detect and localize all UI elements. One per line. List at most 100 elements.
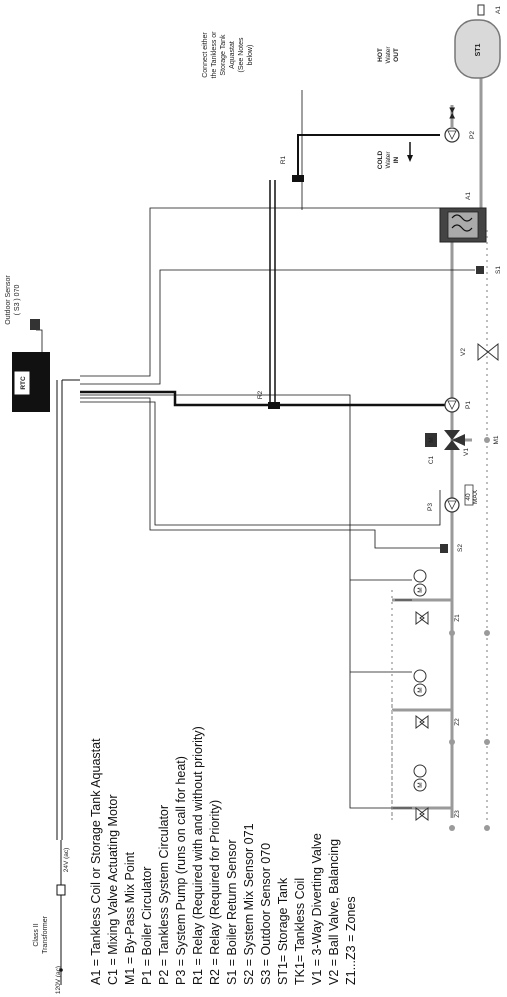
wire-rtc-r2: [80, 390, 275, 407]
s1-symbol: [476, 266, 484, 274]
wire-rtc-a1: [80, 207, 440, 377]
z2-pump-symbol: [413, 683, 427, 697]
z1-thermostat-symbol: [413, 569, 427, 583]
outdoor-sensor-line2: ( S3 ) 070: [14, 285, 21, 316]
sensor-s1: S1: [476, 266, 502, 274]
s2-label: S2: [457, 544, 464, 552]
r2-symbol: [268, 402, 280, 409]
rtc-label-box: [14, 371, 30, 395]
storage-tank: ST1 A1: [454, 4, 502, 79]
p3-symbol: [444, 497, 460, 513]
rtc-controller: RTC: [12, 352, 50, 412]
z3-valve-symbol: [415, 807, 425, 821]
mixing-valve: M C1 V1 M1: [425, 430, 500, 464]
svg-text:Water: Water: [385, 46, 392, 64]
r2-label: R2: [257, 390, 264, 399]
svg-text:HOT: HOT: [377, 48, 384, 62]
legend-item-st1: ST1= Storage Tank: [276, 877, 290, 985]
outdoor-sensor-symbol: [30, 319, 40, 330]
r1-label: R1: [280, 155, 287, 164]
a1-coil-label: A1: [465, 192, 472, 200]
r1-symbol: [292, 175, 304, 182]
note-line-1: Connect either: [202, 32, 209, 78]
return-header: [391, 230, 488, 820]
hot-water-label: HOT Water OUT: [377, 46, 400, 64]
return-points: [449, 437, 490, 831]
wire-zone-pumps: [80, 394, 412, 809]
transformer-symbol: [56, 884, 66, 896]
note-line-3: Storage Tank: [220, 34, 227, 76]
legend-item-tk1: TK1= Tankless Coil: [293, 878, 307, 985]
p2-circulator: P2 ▶◀: [444, 105, 476, 143]
transformer-output: 24V (ac): [63, 848, 70, 873]
legend-item-r1: R1 = Relay (Required with and without pr…: [191, 726, 205, 985]
note-line-5: (See Notes: [238, 37, 245, 73]
p1-symbol: [444, 397, 460, 413]
p2-symbol: [444, 127, 460, 143]
aquastat-note: Connect either the Tankless or Storage T…: [202, 31, 254, 79]
legend-item-p2: P2 = Tankless System Circulator: [157, 805, 171, 985]
svg-text:M: M: [417, 782, 424, 787]
v1-symbol: [444, 430, 460, 440]
svg-text:Water: Water: [385, 151, 392, 169]
mixer-max: MAX: [472, 489, 479, 504]
svg-text:OUT: OUT: [393, 48, 400, 62]
v1-label: V1: [463, 448, 470, 456]
zone-z1: M Z1: [413, 569, 461, 625]
z1-valve-symbol: [415, 611, 425, 625]
s2-symbol: [440, 544, 448, 553]
transformer-input: 120V (ac): [55, 966, 62, 994]
transformer-title-1: Class II: [33, 923, 40, 946]
c1-label: C1: [428, 455, 435, 464]
legend-item-s2: S2 = System Mix Sensor 071: [242, 823, 256, 985]
check-valve-symbol: ▶◀: [449, 107, 456, 119]
tankless-coil: [447, 211, 479, 239]
legend-item-v1: V1 = 3-Way Diverting Valve: [310, 833, 324, 985]
a1-top-label: A1: [495, 6, 502, 14]
wiring: [36, 90, 475, 840]
legend-item-p3: P3 = System Pump (runs on call for heat): [174, 756, 188, 985]
p3-label: P3: [427, 503, 434, 511]
legend-item-r2: R2 = Relay (Required for Priority): [208, 800, 222, 985]
c1-motor-label: M: [428, 437, 435, 442]
z2-valve-symbol: [415, 715, 425, 729]
p1-circulator: P1: [444, 397, 472, 413]
transformer: Class II Transformer 120V (ac) 24V (ac): [33, 840, 70, 994]
z3-label: Z3: [454, 810, 461, 818]
legend-item-zones: Z1...Z3 = Zones: [344, 896, 358, 985]
legend-item-p1: P1 = Boiler Circulator: [140, 867, 154, 985]
transformer-title-2: Transformer: [42, 915, 49, 954]
p1-label: P1: [465, 401, 472, 409]
svg-text:COLD: COLD: [377, 150, 384, 169]
rtc-label: RTC: [20, 376, 27, 390]
note-line-6: below): [247, 45, 254, 66]
note-line-2: the Tankless or: [211, 31, 218, 79]
c1-motor-symbol: [425, 433, 437, 447]
outdoor-sensor-line1: Outdoor Sensor: [5, 275, 12, 325]
zone-z2: M Z2: [413, 669, 461, 729]
wire-outdoor-sensor: [36, 329, 43, 355]
st1-label: ST1: [475, 43, 482, 56]
svg-text:IN: IN: [393, 156, 400, 163]
note-line-4: Aquastat: [229, 41, 236, 69]
zone-z3: M Z3: [413, 764, 461, 821]
legend-item-a1: A1 = Tankless Coil or Storage Tank Aquas…: [89, 738, 103, 985]
m1-label: M1: [493, 435, 500, 444]
sensor-s2: S2: [440, 544, 464, 553]
s1-label: S1: [495, 266, 502, 274]
legend-item-s1: S1 = Boiler Return Sensor: [225, 839, 239, 985]
mixer-dial: [464, 484, 474, 506]
wire-rtc-s1: [80, 269, 475, 385]
relay-r1: R1: [280, 155, 304, 182]
wire-rtc-s2: [80, 397, 440, 549]
svg-text:M: M: [417, 687, 424, 692]
a1-aquastat-symbol: [477, 4, 485, 16]
z3-pump-symbol: [413, 778, 427, 792]
storage-tank-body: [454, 19, 501, 79]
wire-r1-p2: [297, 134, 440, 180]
legend-item-m1: M1 = By-Pass Mix Point: [123, 851, 137, 985]
wire-rtc-c1: [80, 401, 441, 526]
p2-label: P2: [469, 131, 476, 139]
legend: A1 = Tankless Coil or Storage Tank Aquas…: [89, 726, 358, 985]
